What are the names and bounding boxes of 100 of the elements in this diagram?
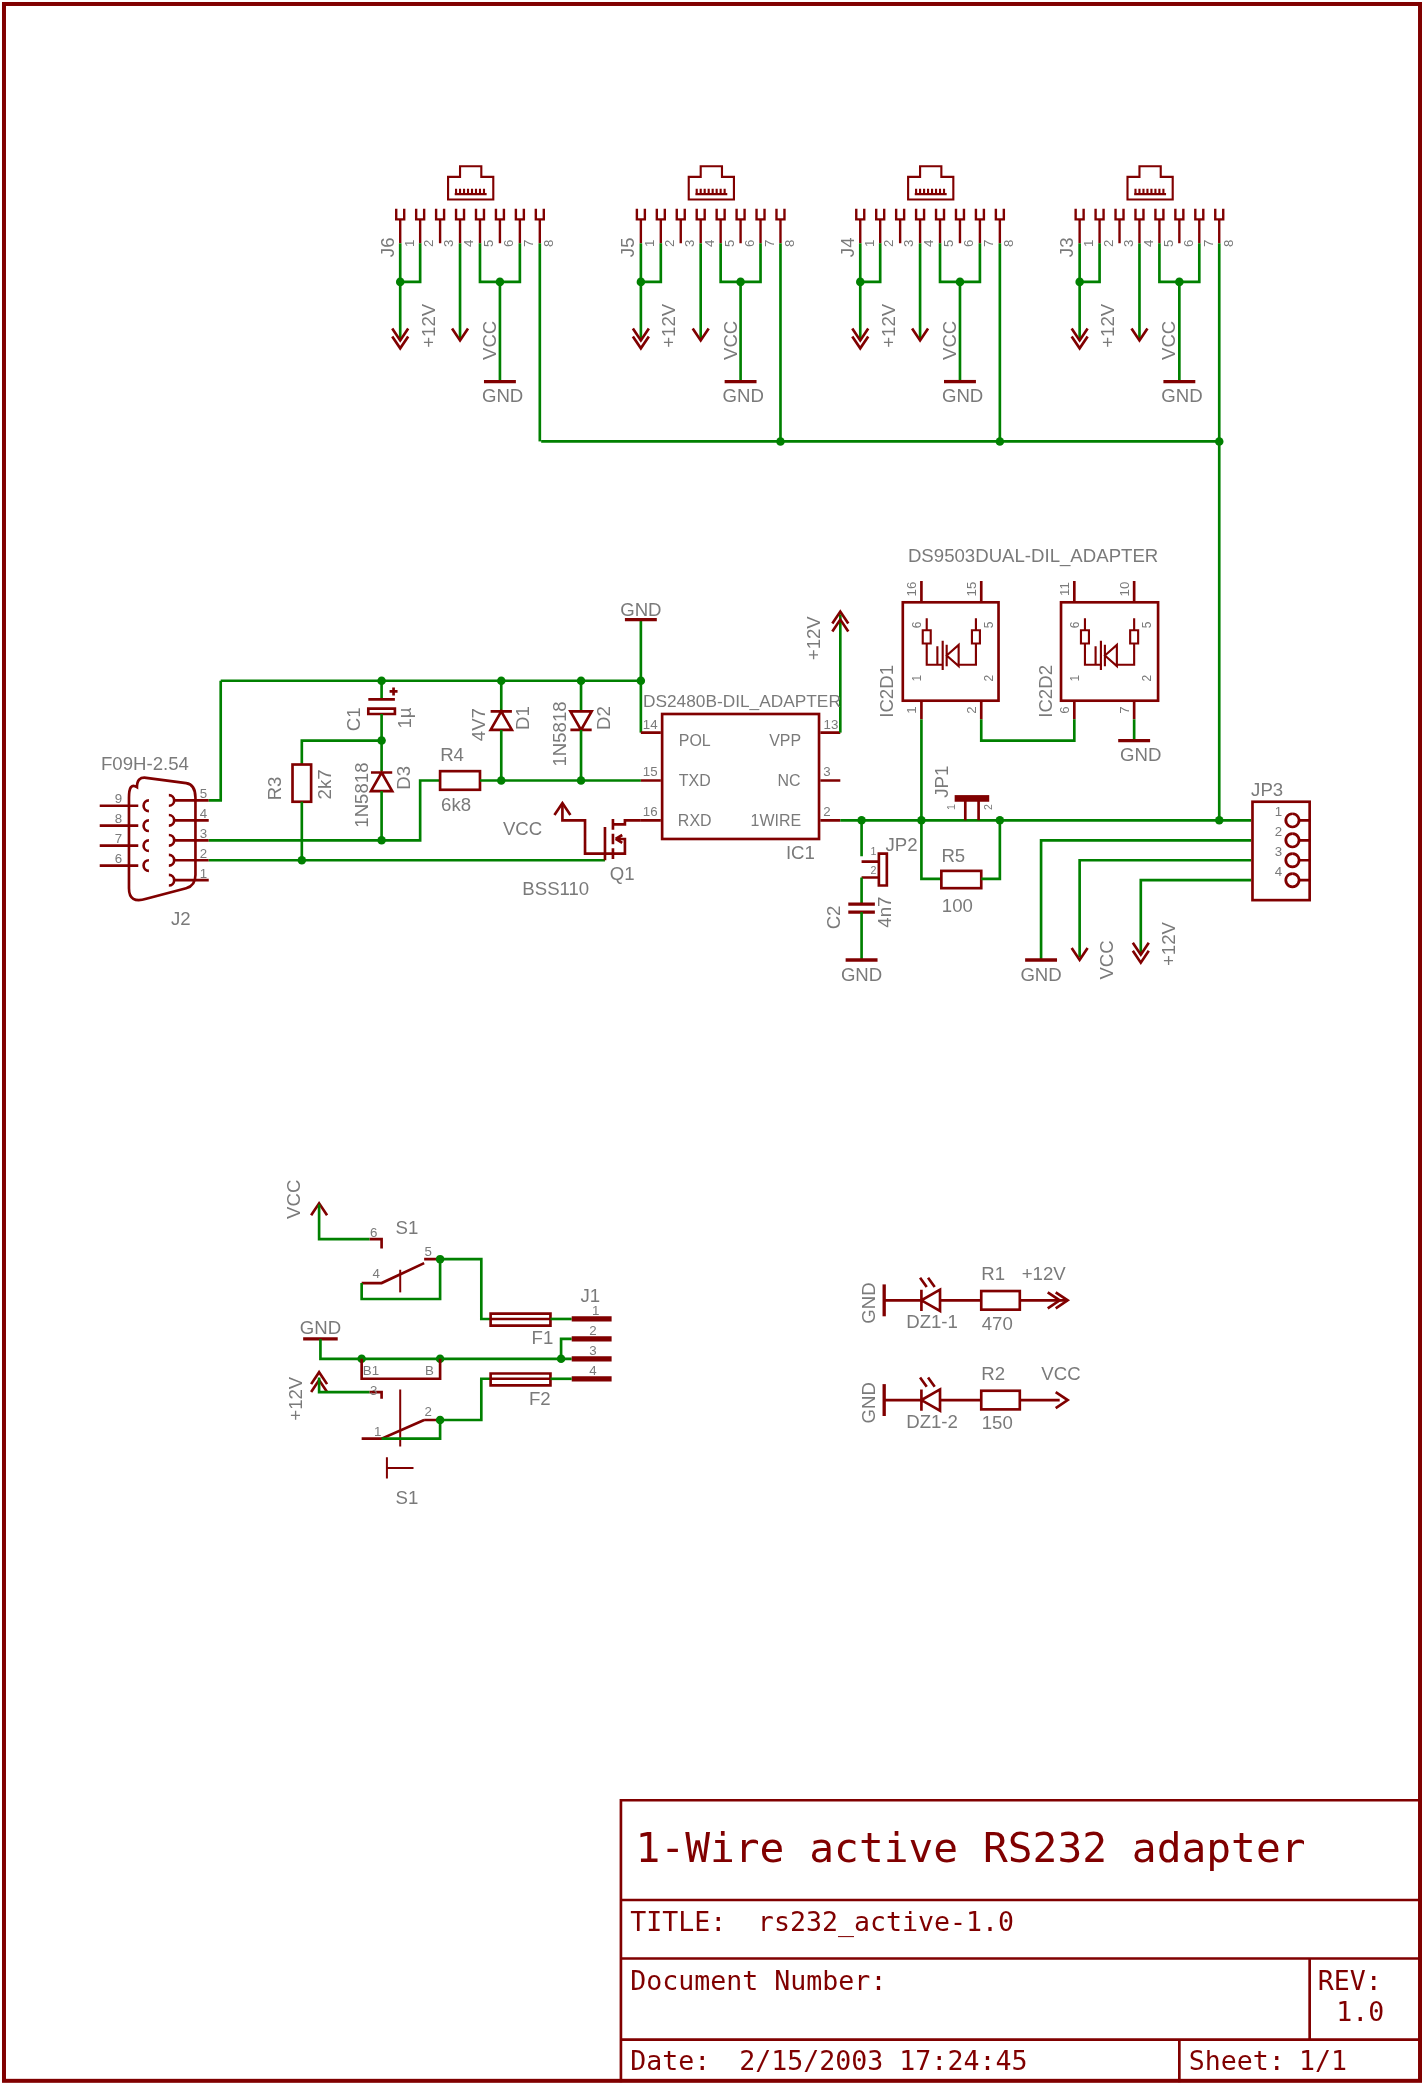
pin-name: 1WIRE bbox=[750, 811, 802, 828]
pin-number: 13 bbox=[823, 718, 839, 732]
part-value: BSS110 bbox=[522, 878, 590, 898]
pin-number: 3 bbox=[823, 765, 831, 780]
part-value: 150 bbox=[981, 1413, 1013, 1432]
net-label: GND bbox=[941, 385, 984, 405]
title-block-label: TITLE: bbox=[630, 1908, 727, 1935]
pin-number: 1 bbox=[1082, 239, 1096, 247]
pin-number: 6 bbox=[1182, 239, 1196, 247]
net-label: VCC bbox=[1096, 940, 1116, 980]
pin-number: 2 bbox=[589, 1324, 597, 1338]
pin-number: 5 bbox=[982, 620, 995, 628]
net-label: GND bbox=[858, 1282, 878, 1324]
net-label: VCC bbox=[940, 320, 959, 361]
pin-number: 1 bbox=[910, 674, 923, 681]
title-block-value: 2/15/2003 17:24:45 bbox=[739, 2047, 1028, 2075]
net-label: +12V bbox=[285, 1376, 305, 1421]
net-label: GND bbox=[840, 965, 883, 984]
title-block-label: Date: bbox=[630, 2047, 711, 2075]
part-name: JP1 bbox=[932, 765, 951, 798]
pin-number: 5 bbox=[424, 1245, 432, 1260]
pin-number: 2 bbox=[982, 674, 995, 681]
pin-number: 11 bbox=[1058, 582, 1072, 596]
pin-number: 14 bbox=[642, 718, 658, 732]
pin-number: 2 bbox=[1140, 674, 1153, 681]
part-name: F2 bbox=[528, 1389, 551, 1409]
pin-number: 16 bbox=[905, 581, 919, 597]
pin-number: 2 bbox=[199, 846, 208, 861]
part-value: 2k7 bbox=[315, 769, 334, 800]
pin-number: 1 bbox=[591, 1304, 600, 1318]
part-name: C2 bbox=[824, 905, 843, 930]
net-label: GND bbox=[620, 599, 662, 619]
pin-number: 4 bbox=[703, 239, 717, 247]
part-name: JP3 bbox=[1251, 780, 1284, 800]
ic-chip bbox=[1059, 601, 1160, 703]
part-name: Q1 bbox=[609, 864, 635, 883]
part-value: 100 bbox=[941, 896, 973, 915]
part-value: DS9503DUAL-DIL_ADAPTER bbox=[907, 546, 1159, 566]
pin-number: 3 bbox=[683, 239, 697, 247]
pin-number: 6 bbox=[502, 239, 516, 247]
pin-number: 7 bbox=[522, 239, 536, 247]
pin-number: 7 bbox=[1201, 239, 1216, 247]
pin-number: 4 bbox=[372, 1267, 380, 1281]
net-label: VCC bbox=[502, 819, 543, 838]
pin-number: 7 bbox=[1118, 706, 1132, 714]
net-label: VCC bbox=[1041, 1364, 1081, 1383]
pin-number: 2 bbox=[983, 804, 995, 811]
pin-number: 1 bbox=[862, 239, 877, 247]
part-name: R3 bbox=[264, 776, 284, 801]
pin-number: 4 bbox=[589, 1364, 597, 1378]
part-name: D3 bbox=[393, 765, 413, 790]
part-name: C1 bbox=[344, 707, 363, 732]
net-label: +12V bbox=[418, 303, 438, 348]
net-label: VCC bbox=[720, 320, 740, 361]
pin-number: 5 bbox=[1140, 620, 1153, 628]
part-value: 1N5818 bbox=[352, 762, 371, 828]
pin-number: 7 bbox=[982, 239, 996, 247]
drawing-title: 1-Wire active RS232 adapter bbox=[635, 1827, 1306, 1869]
pin-number: 3 bbox=[369, 1384, 378, 1398]
part-value: 6k8 bbox=[441, 795, 472, 814]
net-label: GND bbox=[481, 385, 524, 405]
part-name: S1 bbox=[395, 1487, 419, 1507]
net-label: +12V bbox=[1098, 303, 1117, 348]
part-name: J6 bbox=[377, 237, 397, 258]
net-label: VCC bbox=[1159, 320, 1179, 361]
part-value: 4V7 bbox=[469, 708, 488, 742]
pin-number: 2 bbox=[1102, 239, 1116, 247]
pin-number: 2 bbox=[1274, 825, 1283, 839]
net-label: GND bbox=[858, 1382, 878, 1424]
part-name: IC1 bbox=[785, 842, 815, 862]
pin-header bbox=[1251, 800, 1311, 902]
title-block-label: Document Number: bbox=[630, 1967, 887, 1995]
net-label: GND bbox=[722, 385, 764, 405]
pin-number: 2 bbox=[823, 805, 831, 820]
part-name: J1 bbox=[580, 1285, 601, 1305]
pin-name: VPP bbox=[769, 731, 802, 748]
part-name: DZ1-1 bbox=[906, 1312, 958, 1331]
pin-number: 3 bbox=[199, 827, 208, 841]
pin-number: 8 bbox=[114, 812, 123, 826]
pin-number: 1 bbox=[905, 706, 919, 714]
part-name: J5 bbox=[618, 237, 637, 258]
pin-name: NC bbox=[777, 771, 801, 788]
part-name: J3 bbox=[1057, 237, 1076, 258]
net-label: +12V bbox=[1021, 1264, 1066, 1284]
pin-number: 2 bbox=[870, 865, 877, 877]
pin-number: 5 bbox=[723, 239, 737, 247]
part-name: R4 bbox=[440, 744, 464, 764]
pin-number: 5 bbox=[942, 239, 956, 247]
part-name: J2 bbox=[171, 909, 191, 929]
pin-number: 6 bbox=[369, 1225, 378, 1240]
pin-number: 5 bbox=[482, 239, 496, 247]
pin-number: 8 bbox=[1002, 239, 1016, 247]
title-block-value: 1.0 bbox=[1336, 1998, 1385, 2025]
part-value: F09H-2.54 bbox=[100, 753, 189, 773]
part-name: D1 bbox=[513, 706, 532, 730]
net-label: +12V bbox=[878, 303, 898, 348]
pin-number: 3 bbox=[902, 239, 917, 247]
net-label: +12V bbox=[804, 616, 823, 661]
pin-name: B bbox=[425, 1364, 434, 1378]
pin-number: 2 bbox=[663, 239, 677, 247]
